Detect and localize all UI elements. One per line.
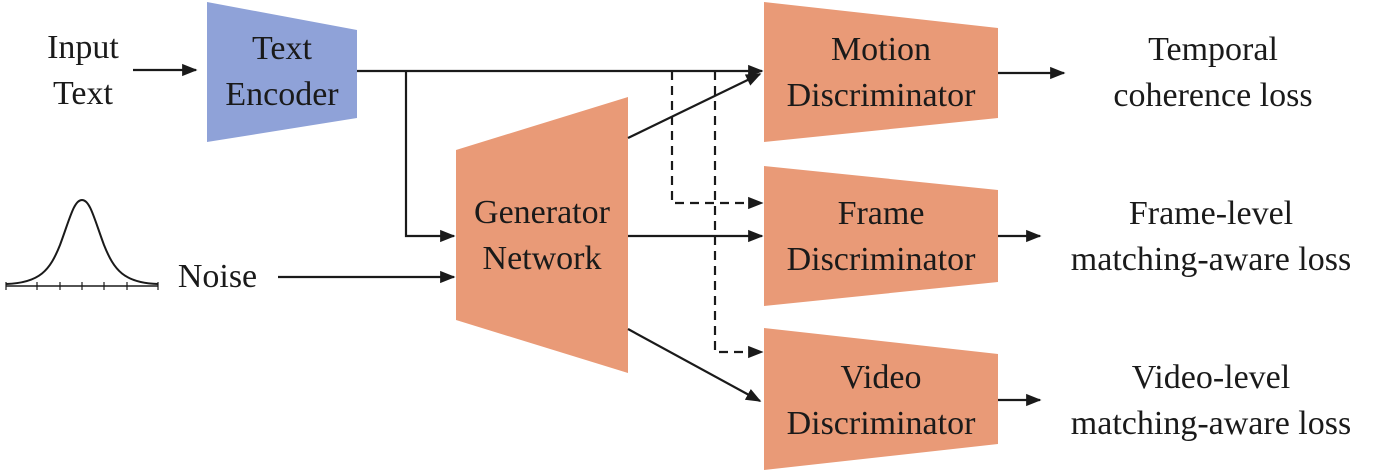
video-discriminator-label: Video Discriminator bbox=[786, 359, 976, 442]
input-text-label: Input Text bbox=[28, 25, 138, 117]
motion-discriminator-block bbox=[764, 2, 998, 142]
dashed-connectors bbox=[670, 71, 764, 359]
dashed-arrow-to-video bbox=[713, 71, 764, 359]
arrow-encoder-to-generator bbox=[404, 71, 456, 243]
text-encoder-block bbox=[207, 2, 357, 142]
dashed-arrow-to-frame bbox=[670, 71, 764, 210]
generator-block bbox=[456, 97, 628, 373]
frame-discriminator-block bbox=[764, 166, 998, 306]
video-loss-label: Video-level matching-aware loss bbox=[1070, 359, 1352, 442]
generator-label: Generator Network bbox=[474, 194, 610, 277]
input-text-line-2: Text bbox=[53, 75, 113, 112]
frame-discriminator-label: Frame Discriminator bbox=[786, 195, 976, 278]
solid-connectors bbox=[133, 63, 1066, 407]
frame-loss-label: Frame-level matching-aware loss bbox=[1070, 195, 1352, 278]
gaussian-curve-icon bbox=[5, 198, 159, 290]
temporal-loss-label: Temporal coherence loss bbox=[1113, 31, 1313, 114]
arrow-generator-to-motion bbox=[627, 73, 762, 139]
video-discriminator-block bbox=[764, 328, 998, 470]
noise-label: Noise bbox=[160, 254, 275, 300]
input-text-line-1: Input bbox=[47, 29, 119, 66]
motion-discriminator-label: Motion Discriminator bbox=[786, 31, 976, 114]
noise-text: Noise bbox=[177, 258, 258, 295]
arrow-generator-to-video bbox=[627, 328, 762, 402]
text-encoder-label: Text Encoder bbox=[225, 30, 339, 113]
